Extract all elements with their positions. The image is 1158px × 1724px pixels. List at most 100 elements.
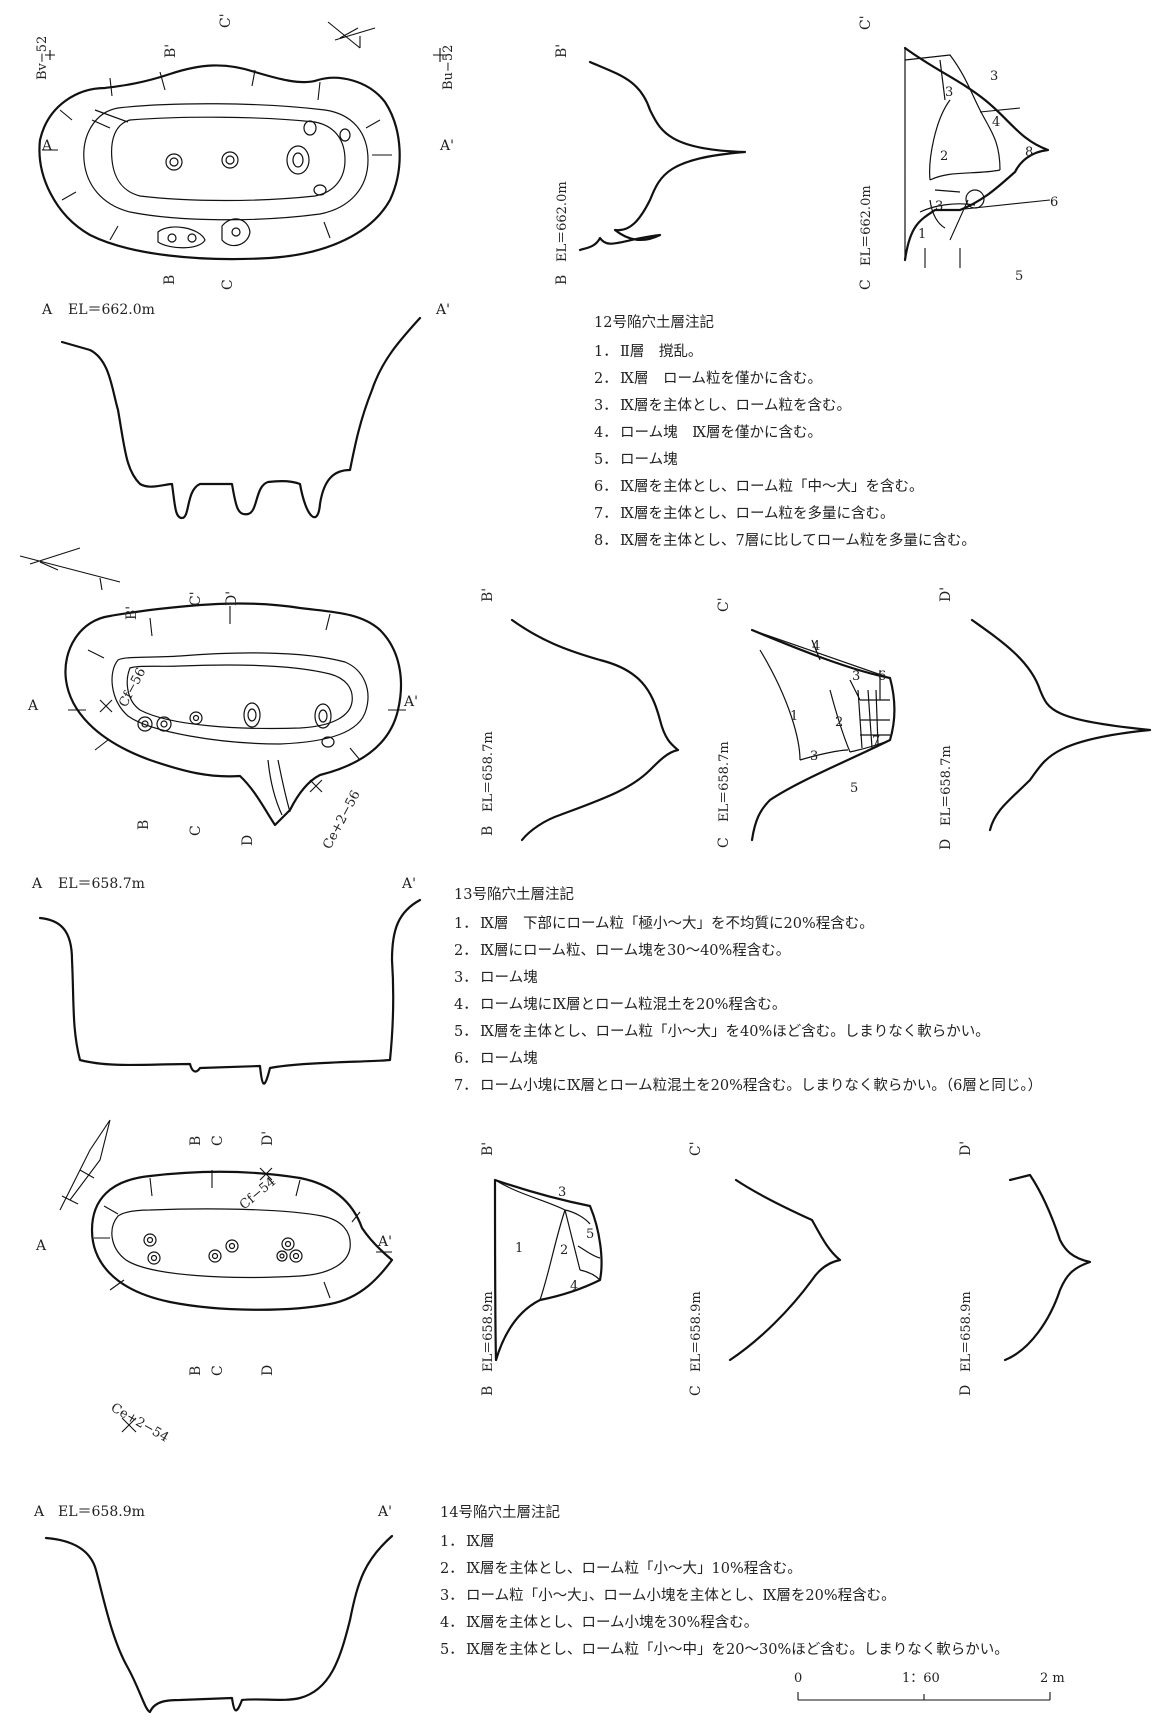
- note-number: 3．: [454, 970, 478, 986]
- note-item: 4．ローム塊にⅨ層とローム粒混土を20%程含む。: [454, 992, 1158, 1019]
- note-text: ローム小塊にⅨ層とローム粒混土を20%程含む。しまりなく軟らかい。（6層と同じ。…: [480, 1078, 1043, 1094]
- p13-l3b: 3: [852, 669, 860, 684]
- p13-sc-elevation: EL＝658.7m: [717, 741, 732, 822]
- pit12-section-a: A EL＝662.0m A': [41, 302, 450, 520]
- note-item: 1．Ⅱ層 撹乱。: [594, 339, 976, 366]
- p13-sb-elevation: EL＝658.7m: [481, 731, 496, 812]
- note-item: 4．Ⅸ層を主体とし、ローム小塊を30%程含む。: [440, 1610, 1009, 1637]
- p14-a: A: [35, 1238, 47, 1254]
- p13-sd-d: D: [938, 839, 954, 850]
- pit13-notes: 13号陥穴土層注記 1．Ⅸ層 下部にローム粒「極小～大」を不均質に20%程含む。…: [454, 882, 1158, 1100]
- note-text: Ⅸ層を主体とし、ローム粒「小～中」を20～30%ほど含む。しまりなく軟らかい。: [466, 1642, 1009, 1658]
- note-number: 3．: [440, 1588, 464, 1604]
- note-number: 4．: [440, 1615, 464, 1631]
- note-item: 5．Ⅸ層を主体とし、ローム粒「小～大」を40%ほど含む。しまりなく軟らかい。: [454, 1019, 1158, 1046]
- p14-d-prime: D': [260, 1131, 276, 1146]
- pit14-plan: [59, 1119, 394, 1433]
- section-label-b: B: [162, 275, 178, 285]
- note-item: 6．Ⅸ層を主体とし、ローム粒「中～大」を含む。: [594, 474, 976, 501]
- p14-sa-a-prime: A': [377, 1504, 392, 1520]
- note-text: Ⅸ層を主体とし、7層に比してローム粒を多量に含む。: [620, 533, 976, 549]
- pit12-notes-title: 12号陥穴土層注記: [594, 315, 714, 331]
- p12-layer-4: 4: [992, 115, 1000, 130]
- p13-l6: 6: [878, 669, 886, 684]
- p13-sd-elevation: EL＝658.7m: [939, 745, 954, 826]
- note-number: 2．: [594, 371, 618, 387]
- p13-l7: 7: [872, 734, 880, 749]
- note-number: 4．: [594, 425, 618, 441]
- p14-sb-prime: B': [480, 1142, 496, 1156]
- p14-l2: 2: [560, 1243, 568, 1258]
- note-item: 2．Ⅸ層 ローム粒を僅かに含む。: [594, 366, 976, 393]
- datum-label-bv52: Bv−52: [35, 36, 50, 80]
- p13-c-prime: C': [188, 591, 204, 606]
- note-number: 6．: [594, 479, 618, 495]
- note-text: Ⅸ層を主体とし、ローム粒「中～大」を含む。: [620, 479, 924, 495]
- note-item: 1．Ⅸ層 下部にローム粒「極小～大」を不均質に20%程含む。: [454, 911, 1158, 938]
- section-label-a: A: [41, 138, 53, 154]
- p14-sd-prime: D': [958, 1141, 974, 1156]
- note-number: 2．: [440, 1561, 464, 1577]
- pit14-plan-labels: B C D' A A' B C D Cf−54 Ce+2−54: [35, 1131, 392, 1446]
- pit14-layer-numbers: 1 2 3 4 5: [515, 1185, 594, 1294]
- p14-sb-b: B: [480, 1386, 496, 1396]
- note-item: 5．ローム塊: [594, 447, 976, 474]
- section-b-prime: B': [554, 44, 570, 58]
- note-item: 4．ローム塊 Ⅸ層を僅かに含む。: [594, 420, 976, 447]
- section-c-prime: C': [858, 15, 874, 30]
- note-number: 1．: [454, 916, 478, 932]
- note-number: 4．: [454, 997, 478, 1013]
- pit12-c-elevation: EL＝662.0m: [859, 185, 874, 266]
- p14-sd-elevation: EL＝658.9m: [959, 1291, 974, 1372]
- datum-label-bu52: Bu−52: [441, 45, 456, 90]
- scale-bar: 0 1：60 2 m: [794, 1671, 1065, 1701]
- note-item: 2．Ⅸ層を主体とし、ローム粒「小～大」10%程含む。: [440, 1556, 1009, 1583]
- p13-a-prime: A': [403, 694, 418, 710]
- note-item: 7．Ⅸ層を主体とし、ローム粒を多量に含む。: [594, 501, 976, 528]
- note-text: Ⅸ層を主体とし、ローム小塊を30%程含む。: [466, 1615, 759, 1631]
- note-text: ローム粒「小～大」、ローム小塊を主体とし、Ⅸ層を20%程含む。: [466, 1588, 896, 1604]
- note-number: 5．: [594, 452, 618, 468]
- scale-ratio-label: 1：60: [902, 1671, 940, 1686]
- note-text: ローム塊: [480, 1051, 538, 1067]
- p13-d-prime: D': [224, 591, 240, 606]
- p13-datum-cf56: Cf−56: [116, 666, 149, 710]
- pit13-layer-numbers: 1 2 3 3 4 5 6 7: [790, 639, 886, 796]
- section-a-end: A': [435, 302, 450, 318]
- pit12-b-elevation: EL＝662.0m: [555, 181, 570, 262]
- note-text: ローム塊にⅨ層とローム粒混土を20%程含む。: [480, 997, 787, 1013]
- note-number: 1．: [440, 1534, 464, 1550]
- p13-elevation: EL＝658.7m: [58, 876, 145, 892]
- pit13-plan: [19, 547, 406, 827]
- p12-layer-5: 5: [1015, 269, 1023, 284]
- pit13-notes-list: 1．Ⅸ層 下部にローム粒「極小～大」を不均質に20%程含む。2．Ⅸ層にローム粒、…: [454, 911, 1158, 1100]
- p12-layer-8: 8: [1025, 145, 1033, 160]
- scale-zero-label: 0: [794, 1671, 802, 1686]
- p13-sa-a: A: [31, 876, 43, 892]
- note-text: Ⅸ層を主体とし、ローム粒「小～大」10%程含む。: [466, 1561, 802, 1577]
- p13-l5: 5: [850, 781, 858, 796]
- p12-layer-1: 1: [918, 227, 926, 242]
- p13-sd-prime: D': [938, 587, 954, 602]
- p12-layer-3a: 3: [945, 85, 953, 100]
- p14-l1: 1: [515, 1241, 523, 1256]
- section-label-b-prime: B': [163, 44, 179, 58]
- note-number: 1．: [594, 344, 618, 360]
- note-item: 8．Ⅸ層を主体とし、7層に比してローム粒を多量に含む。: [594, 528, 976, 555]
- p14-l4: 4: [570, 1279, 578, 1294]
- section-c-start: C: [858, 279, 874, 290]
- p13-c: C: [188, 825, 204, 836]
- pit13-section-c: C' C EL＝658.7m: [716, 597, 896, 848]
- p14-datum-ce254: Ce+2−54: [108, 1400, 171, 1445]
- pit12-elevation-label: EL＝662.0m: [68, 302, 155, 318]
- p13-b-prime: B': [124, 606, 140, 620]
- note-number: 7．: [454, 1078, 478, 1094]
- pit14-notes-title: 14号陥穴土層注記: [440, 1505, 560, 1521]
- p13-l4: 4: [812, 639, 820, 654]
- p13-b: B: [136, 820, 152, 830]
- p13-l1: 1: [790, 709, 798, 724]
- pit13-section-a: A EL＝658.7m A': [31, 876, 422, 1085]
- note-number: 3．: [594, 398, 618, 414]
- note-text: Ⅸ層 下部にローム粒「極小～大」を不均質に20%程含む。: [480, 916, 874, 932]
